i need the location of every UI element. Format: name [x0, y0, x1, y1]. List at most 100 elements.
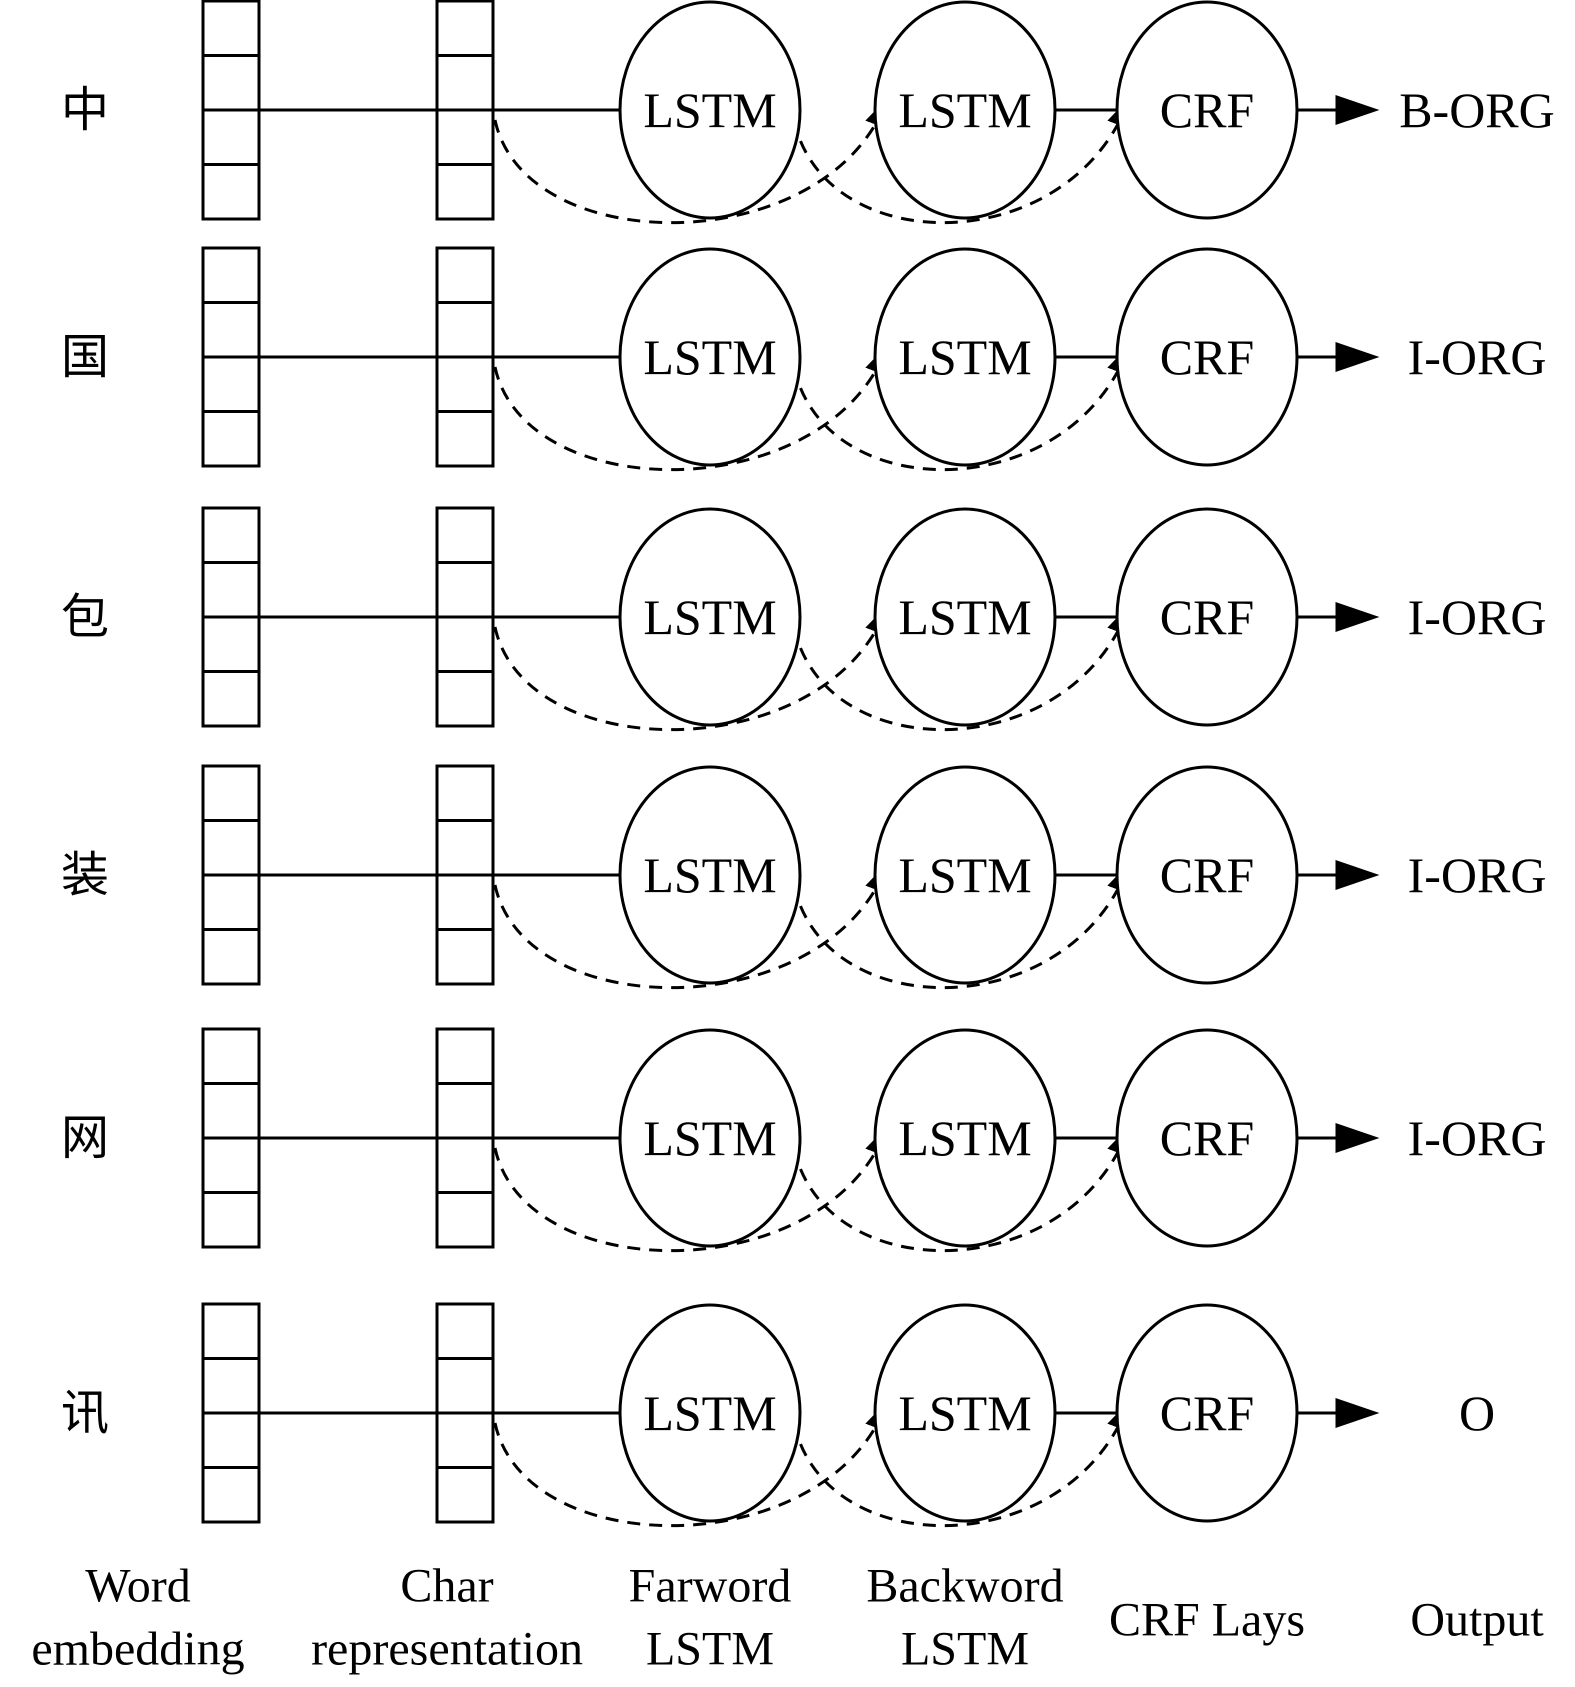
crf-node: CRF: [1115, 1028, 1299, 1248]
embedding-cell: [201, 355, 261, 413]
backward-lstm-node: LSTM: [873, 1028, 1057, 1248]
skip-connection-cr-blstm: [493, 862, 890, 990]
forward-lstm-node-label: LSTM: [643, 1110, 776, 1166]
backward-lstm-node: LSTM: [873, 1303, 1057, 1523]
embedding-cell: [435, 163, 495, 221]
embedding-cell: [435, 873, 495, 931]
embedding-cell: [201, 54, 261, 112]
embedding-cell: [201, 163, 261, 221]
crf-node-label: CRF: [1160, 1385, 1255, 1441]
backward-lstm-node-shape: [873, 1028, 1057, 1248]
crf-node: CRF: [1115, 765, 1299, 985]
crf-node: CRF: [1115, 1303, 1299, 1523]
forward-lstm-node-shape: [618, 507, 802, 727]
embedding-cell: [435, 1302, 495, 1360]
crf-node: CRF: [1115, 507, 1299, 727]
word-embedding-box: [201, 1302, 261, 1524]
backward-lstm-node-shape: [873, 247, 1057, 467]
skip-connection-flstm-crf: [792, 1125, 1132, 1252]
word-embedding-box: [201, 1027, 261, 1249]
embedding-cell: [435, 1136, 495, 1194]
embedding-cell: [201, 410, 261, 468]
column-label-word-embedding-line-2: embedding: [31, 1623, 244, 1676]
column-label-word-embedding-line-1: Word: [85, 1560, 190, 1613]
char-representation-box: [435, 0, 495, 221]
forward-lstm-node: LSTM: [618, 507, 802, 727]
column-label-char-representation: Char representation: [311, 1560, 583, 1676]
skip-connection-flstm-crf: [792, 1400, 1132, 1527]
embedding-cell: [435, 1466, 495, 1524]
embedding-cell: [201, 1302, 261, 1360]
skip-connection-flstm-crf: [792, 862, 1132, 989]
input-char: 网: [61, 1110, 109, 1166]
forward-lstm-node-shape: [618, 0, 802, 220]
embedding-cell: [435, 1357, 495, 1415]
forward-lstm-node: LSTM: [618, 0, 802, 220]
column-label-output: Output: [1410, 1594, 1544, 1647]
output-tag: B-ORG: [1399, 82, 1555, 138]
backward-lstm-node-shape: [873, 0, 1057, 220]
embedding-cell: [435, 615, 495, 673]
column-label-char-representation-line-2: representation: [311, 1623, 583, 1676]
embedding-cell: [201, 108, 261, 166]
column-label-crf-layer: CRF Lays: [1109, 1594, 1305, 1647]
column-labels: Word embedding Char representation FarwordLS…: [31, 1560, 1544, 1676]
embedding-cell: [201, 1027, 261, 1085]
output-tag: I-ORG: [1408, 589, 1547, 645]
input-char: 包: [61, 589, 109, 645]
skip-connection-cr-blstm: [493, 97, 890, 225]
skip-connection-cr-blstm: [493, 1125, 890, 1253]
embedding-cell: [201, 1191, 261, 1249]
column-label-char-representation-line-1: Char: [400, 1560, 493, 1613]
forward-lstm-node: LSTM: [618, 247, 802, 467]
embedding-cell: [435, 355, 495, 413]
embedding-cell: [201, 561, 261, 619]
embedding-cell: [435, 410, 495, 468]
embedding-cell: [435, 928, 495, 986]
backward-lstm-node-label: LSTM: [898, 1110, 1031, 1166]
input-char: 装: [61, 847, 109, 903]
embedding-cell: [201, 1136, 261, 1194]
embedding-cell: [435, 506, 495, 564]
embedding-cell: [201, 615, 261, 673]
word-embedding-box: [201, 246, 261, 468]
skip-connection-cr-blstm: [493, 604, 890, 732]
backward-lstm-node-shape: [873, 507, 1057, 727]
column-label-output-line-1: Output: [1410, 1594, 1544, 1647]
word-embedding-box: [201, 506, 261, 728]
backward-lstm-node-shape: [873, 1303, 1057, 1523]
output-tag: I-ORG: [1408, 329, 1547, 385]
backward-lstm-node-label: LSTM: [898, 847, 1031, 903]
crf-node: CRF: [1115, 247, 1299, 467]
forward-lstm-node-shape: [618, 247, 802, 467]
skip-connection-flstm-crf: [792, 604, 1132, 731]
embedding-cell: [201, 928, 261, 986]
backward-lstm-node: LSTM: [873, 247, 1057, 467]
embedding-cell: [201, 246, 261, 304]
embedding-cell: [435, 108, 495, 166]
char-representation-box: [435, 1302, 495, 1524]
crf-node-label: CRF: [1160, 589, 1255, 645]
forward-lstm-node-shape: [618, 1028, 802, 1248]
forward-lstm-node-label: LSTM: [643, 82, 776, 138]
backward-lstm-node: LSTM: [873, 765, 1057, 985]
embedding-cell: [201, 764, 261, 822]
embedding-cell: [435, 246, 495, 304]
forward-lstm-node: LSTM: [618, 765, 802, 985]
column-label-backward-lstm-line-1: Backword: [866, 1560, 1063, 1613]
crf-node-label: CRF: [1160, 847, 1255, 903]
column-label-word-embedding: Word embedding: [31, 1560, 244, 1676]
forward-lstm-node-label: LSTM: [643, 847, 776, 903]
backward-lstm-node: LSTM: [873, 0, 1057, 220]
output-tag: I-ORG: [1408, 847, 1547, 903]
embedding-cell: [435, 301, 495, 359]
backward-lstm-node-label: LSTM: [898, 329, 1031, 385]
forward-lstm-node: LSTM: [618, 1028, 802, 1248]
embedding-cell: [201, 0, 261, 57]
embedding-cell: [201, 301, 261, 359]
